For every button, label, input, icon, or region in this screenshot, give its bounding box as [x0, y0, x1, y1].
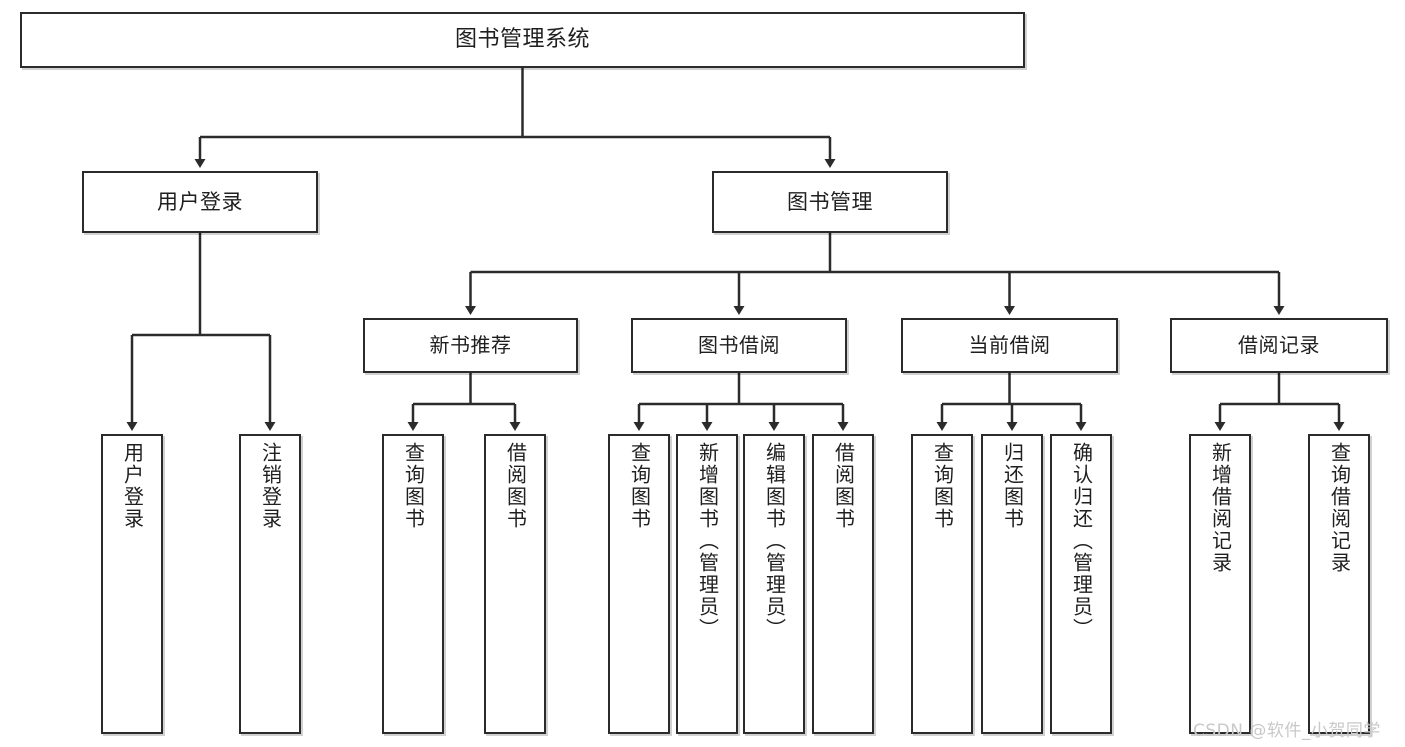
leaf-node[interactable]: 确认归还（管理员）	[1050, 434, 1112, 734]
csdn-watermark: CSDN @软件_小贺同学	[1193, 721, 1381, 741]
node-label: 用户登录	[120, 442, 145, 530]
leaf-node[interactable]: 新增图书（管理员）	[676, 434, 738, 734]
leaf-node[interactable]: 编辑图书（管理员）	[743, 434, 805, 734]
node-label: 注销登录	[258, 442, 283, 530]
leaf-node[interactable]: 注销登录	[239, 434, 301, 734]
branch-node[interactable]: 新书推荐	[363, 318, 578, 373]
branch-node[interactable]: 图书管理	[712, 171, 948, 233]
leaf-node[interactable]: 归还图书	[981, 434, 1043, 734]
node-label: 图书管理	[787, 189, 873, 214]
node-label: 借阅图书	[503, 442, 528, 530]
leaf-node[interactable]: 查询图书	[382, 434, 444, 734]
node-label: 归还图书	[1000, 442, 1025, 530]
node-label: 新增图书（管理员）	[695, 442, 720, 640]
branch-node[interactable]: 用户登录	[82, 171, 318, 233]
node-label: 新书推荐	[429, 333, 512, 357]
leaf-node[interactable]: 借阅图书	[484, 434, 546, 734]
node-label: 当前借阅	[968, 333, 1051, 357]
leaf-node[interactable]: 查询图书	[911, 434, 973, 734]
node-label: 借阅图书	[831, 442, 856, 530]
node-label: 用户登录	[157, 189, 243, 214]
node-label: 查询图书	[930, 442, 955, 530]
leaf-node[interactable]: 新增借阅记录	[1189, 434, 1251, 734]
node-label: 新增借阅记录	[1208, 442, 1233, 574]
leaf-node[interactable]: 查询图书	[608, 434, 670, 734]
node-label: 编辑图书（管理员）	[762, 442, 787, 640]
branch-node[interactable]: 图书借阅	[631, 318, 847, 373]
node-label: 查询图书	[401, 442, 426, 530]
node-label: 借阅记录	[1238, 333, 1320, 357]
leaf-node[interactable]: 查询借阅记录	[1308, 434, 1370, 734]
root-node[interactable]: 图书管理系统	[20, 12, 1025, 68]
node-label: 查询借阅记录	[1327, 442, 1352, 574]
leaf-node[interactable]: 用户登录	[101, 434, 163, 734]
branch-node[interactable]: 当前借阅	[901, 318, 1118, 373]
node-label: 查询图书	[627, 442, 652, 530]
leaf-node[interactable]: 借阅图书	[812, 434, 874, 734]
node-label: 图书借阅	[698, 333, 780, 357]
node-label: 确认归还（管理员）	[1069, 442, 1094, 640]
node-label: 图书管理系统	[454, 27, 590, 53]
branch-node[interactable]: 借阅记录	[1170, 318, 1388, 373]
